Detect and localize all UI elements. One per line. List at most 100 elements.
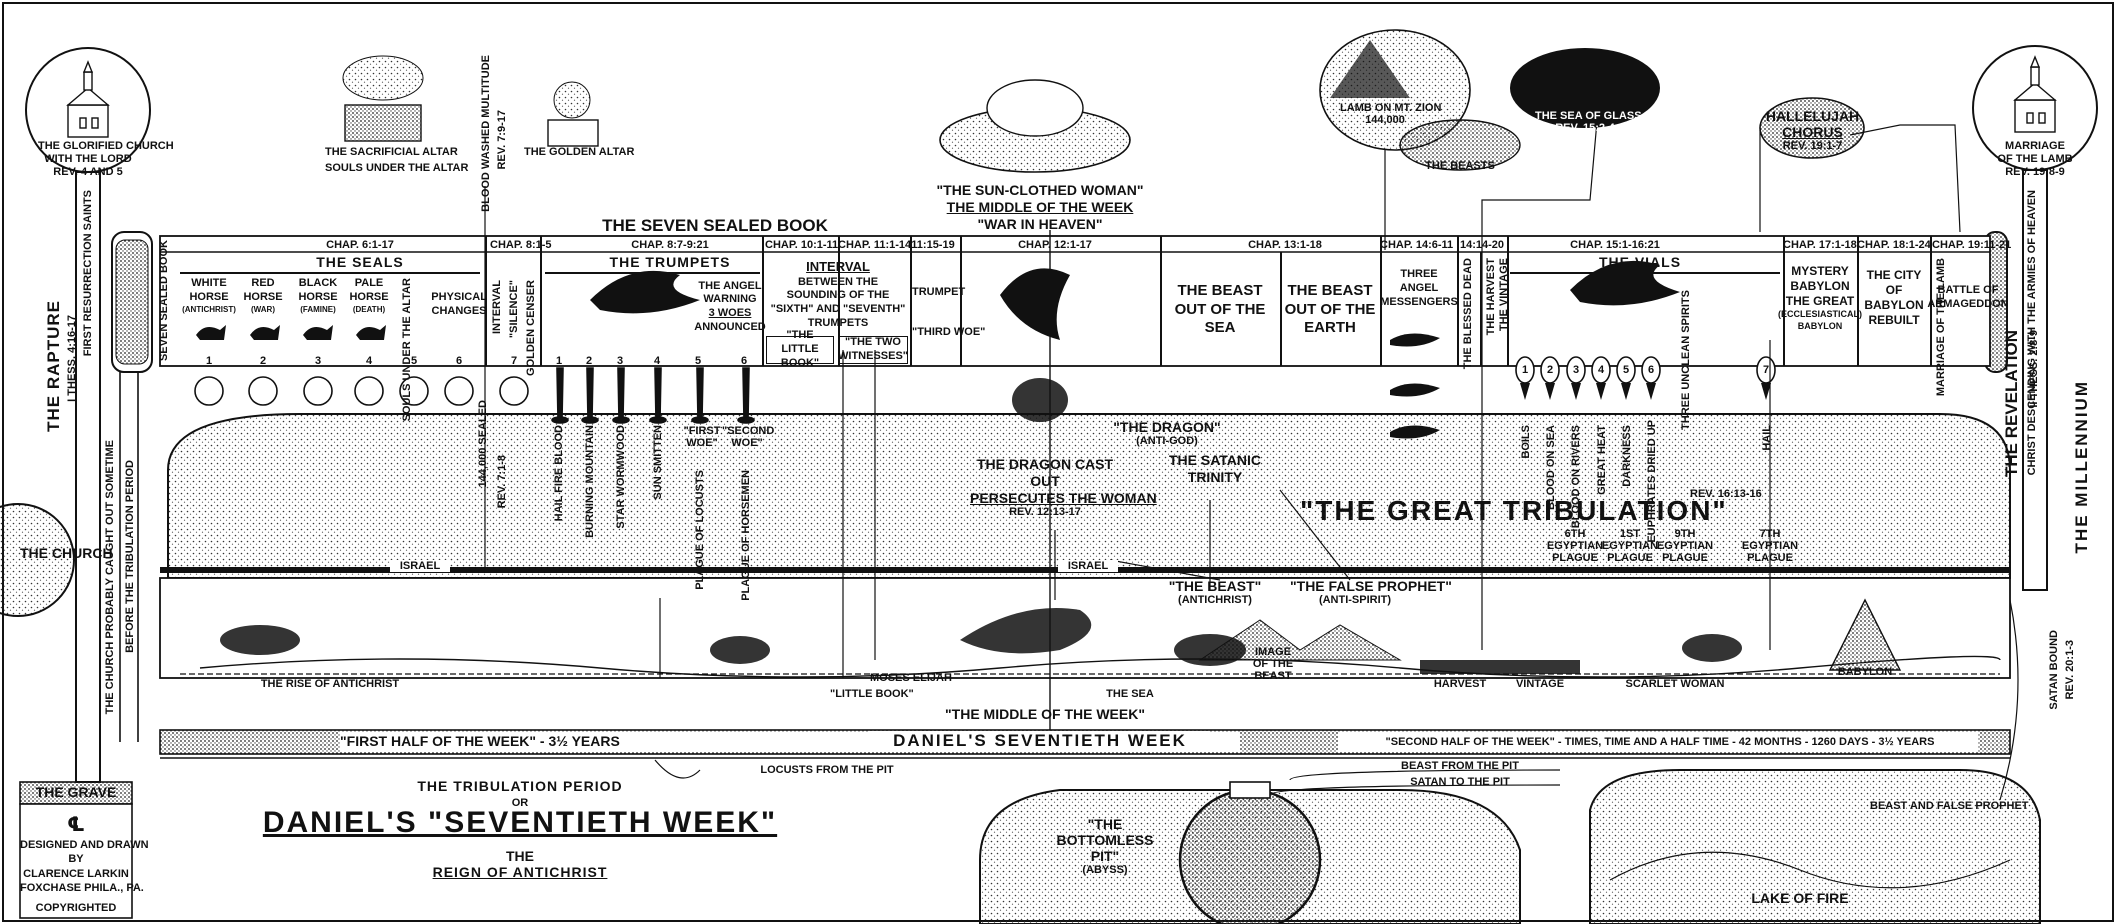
first-half-label: "FIRST HALF OF THE WEEK" - 3½ YEARS: [340, 733, 620, 749]
dragon-ref: REV. 12:13-17: [1009, 506, 1081, 519]
beast-earth-cell: THE BEAST OUT OF THE EARTH: [1284, 281, 1376, 337]
divider: [838, 236, 840, 366]
divider: [1783, 236, 1785, 366]
three-angel-cell: THREE ANGEL MESSENGERS: [1380, 268, 1458, 308]
vial-bottles: [1515, 356, 1776, 384]
great-tribulation-label: "THE GREAT TRIBULATION": [1300, 495, 1728, 526]
by-text: BY: [68, 853, 84, 866]
dragon-drawing: [960, 378, 1092, 654]
satanic-text: THE SATANIC: [1168, 452, 1262, 468]
divider: [1457, 236, 1459, 366]
hallelujah-ref: REV. 19:1-7: [1782, 140, 1843, 153]
vial-drips: [1520, 383, 1771, 400]
revelation-label: THE REVELATION: [2002, 330, 2021, 478]
chapter-17: CHAP. 17:1-18: [1783, 239, 1857, 251]
beast-from-pit-label: BEAST FROM THE PIT: [1401, 760, 1519, 772]
false-prophet-text: "THE FALSE PROPHET": [1290, 578, 1452, 594]
golden-censer-cell: GOLDEN CENSER: [525, 280, 537, 376]
millennium-label: THE MILLENNIUM: [2072, 380, 2091, 554]
vial-number: 5: [1622, 364, 1630, 376]
trumpet-number: 6: [740, 355, 748, 367]
between-soundings-text: BETWEEN THE SOUNDING OF THE "SIXTH" AND …: [770, 275, 906, 329]
glorified-church-text: THE GLORIFIED CHURCH: [38, 140, 174, 152]
divider: [1857, 236, 1859, 366]
trumpets-header: THE TRUMPETS: [609, 254, 731, 270]
seal-number: 1: [205, 355, 213, 367]
hallelujah-text: HALLELUJAH: [1765, 108, 1860, 124]
babylon-label: BABYLON: [1837, 666, 1893, 678]
blood-washed-ref: REV. 7:9-17: [496, 110, 508, 170]
unclean-spirits-label: THREE UNCLEAN SPIRITS: [1680, 290, 1692, 430]
chapter-11: CHAP. 11:1-14: [838, 239, 912, 251]
trumpet-label: SUN SMITTEN: [652, 425, 664, 500]
vials-underline: [1510, 272, 1780, 274]
designed-text: DESIGNED AND DRAWN: [20, 839, 149, 851]
physical-changes-cell: PHYSICAL CHANGES: [431, 291, 487, 317]
glorified-church-label: THE GLORIFIED CHURCH WITH THE LORD REV. …: [38, 140, 174, 180]
satanic-trinity-label: THE SATANIC TRINITY: [1160, 452, 1270, 486]
interval-cell: INTERVAL: [491, 280, 503, 334]
dragon-cast-out-text: THE DRAGON CAST OUT: [976, 456, 1114, 489]
announced-text: ANNOUNCED: [694, 320, 766, 333]
blessed-dead-cell: THE BLESSED DEAD: [1462, 258, 1474, 370]
sea-of-glass-label: THE SEA OF GLASS: [1535, 110, 1642, 122]
the-grave-label: THE GRAVE: [35, 784, 117, 800]
copyrighted-text: COPYRIGHTED: [35, 902, 117, 915]
satan-to-pit-label: SATAN TO THE PIT: [1410, 776, 1510, 788]
rapture-label: THE RAPTURE: [44, 300, 63, 432]
seal-number: 3: [314, 355, 322, 367]
title-or: OR: [511, 797, 529, 809]
third-woe-label: "THIRD WOE": [912, 326, 986, 338]
sun-clothed-woman-text: "THE SUN-CLOTHED WOMAN": [936, 182, 1144, 198]
souls-under-cell: SOULS UNDER THE ALTAR: [401, 278, 413, 422]
beast-sea-cell: THE BEAST OUT OF THE SEA: [1174, 281, 1266, 337]
interval2-text: INTERVAL: [806, 259, 870, 275]
chapter-11b: 11:15-19: [911, 239, 955, 251]
divider: [1507, 236, 1509, 366]
sealed-144000-label: 144,000 SEALED: [477, 400, 489, 488]
seal-number: 2: [259, 355, 267, 367]
divider: [960, 236, 962, 366]
chorus-text: CHORUS: [1782, 124, 1843, 141]
chapter-19: CHAP. 19:11-21: [1932, 239, 2012, 251]
hallelujah-label: HALLELUJAH CHORUS REV. 19:1-7: [1765, 108, 1860, 153]
trumpet-number: 2: [585, 355, 593, 367]
descending-label: CHRIST DESCENDING WITH THE ARMIES OF HEA…: [2026, 190, 2038, 476]
trumpet-number: 4: [653, 355, 661, 367]
plague-label: 1ST EGYPTIAN PLAGUE: [1601, 528, 1659, 565]
of-the-lamb-text: OF THE LAMB: [1997, 153, 2073, 166]
rev-4-5-text: REV. 4 AND 5: [53, 166, 123, 179]
vial-label: GREAT HEAT: [1596, 425, 1608, 495]
plague-label: 7TH EGYPTIAN PLAGUE: [1741, 528, 1799, 565]
monogram-icon: ℄: [67, 814, 85, 836]
satan-bound-label: SATAN BOUND: [2048, 630, 2060, 710]
trumpet-bells: [551, 367, 755, 424]
anti-spirit-text: (ANTI-SPIRIT): [1318, 594, 1392, 607]
pit-line2: BOTTOMLESS: [1056, 832, 1154, 849]
city-babylon-cell: THE CITY OF BABYLON REBUILT: [1864, 268, 1924, 327]
trumpet-seven-label: TRUMPET: [912, 286, 966, 298]
church-caught-out-line2: BEFORE THE TRIBULATION PERIOD: [124, 460, 136, 653]
title-reign: REIGN OF ANTICHRIST: [432, 864, 608, 880]
the-beast-text: "THE BEAST": [1168, 578, 1262, 594]
silence-cell: "SILENCE": [508, 280, 520, 339]
first-woe-label: "FIRST WOE": [683, 425, 721, 449]
pit-line1: "THE: [1087, 816, 1123, 832]
red-horse-sub: (WAR): [251, 304, 275, 314]
second-half-label: "SECOND HALF OF THE WEEK" - TIMES, TIME …: [1385, 736, 1935, 748]
black-horse-sub: (FAMINE): [300, 304, 336, 314]
white-horse-sub: (ANTICHRIST): [182, 304, 236, 314]
seal-coins: [194, 376, 529, 406]
pit-abyss: (ABYSS): [1082, 864, 1128, 877]
pale-horse-sub: (DEATH): [352, 304, 386, 314]
trumpet-number: 5: [694, 355, 702, 367]
pale-horse-text: PALE HORSE: [349, 277, 389, 303]
chapter-10: CHAP. 10:1-11: [765, 239, 839, 251]
chapter-seals: CHAP. 6:1-17: [326, 239, 394, 251]
marriage-text: MARRIAGE: [2005, 140, 2065, 152]
persecutes-text: PERSECUTES THE WOMAN: [970, 489, 1157, 506]
the-beasts-label: THE BEASTS: [1425, 160, 1495, 172]
